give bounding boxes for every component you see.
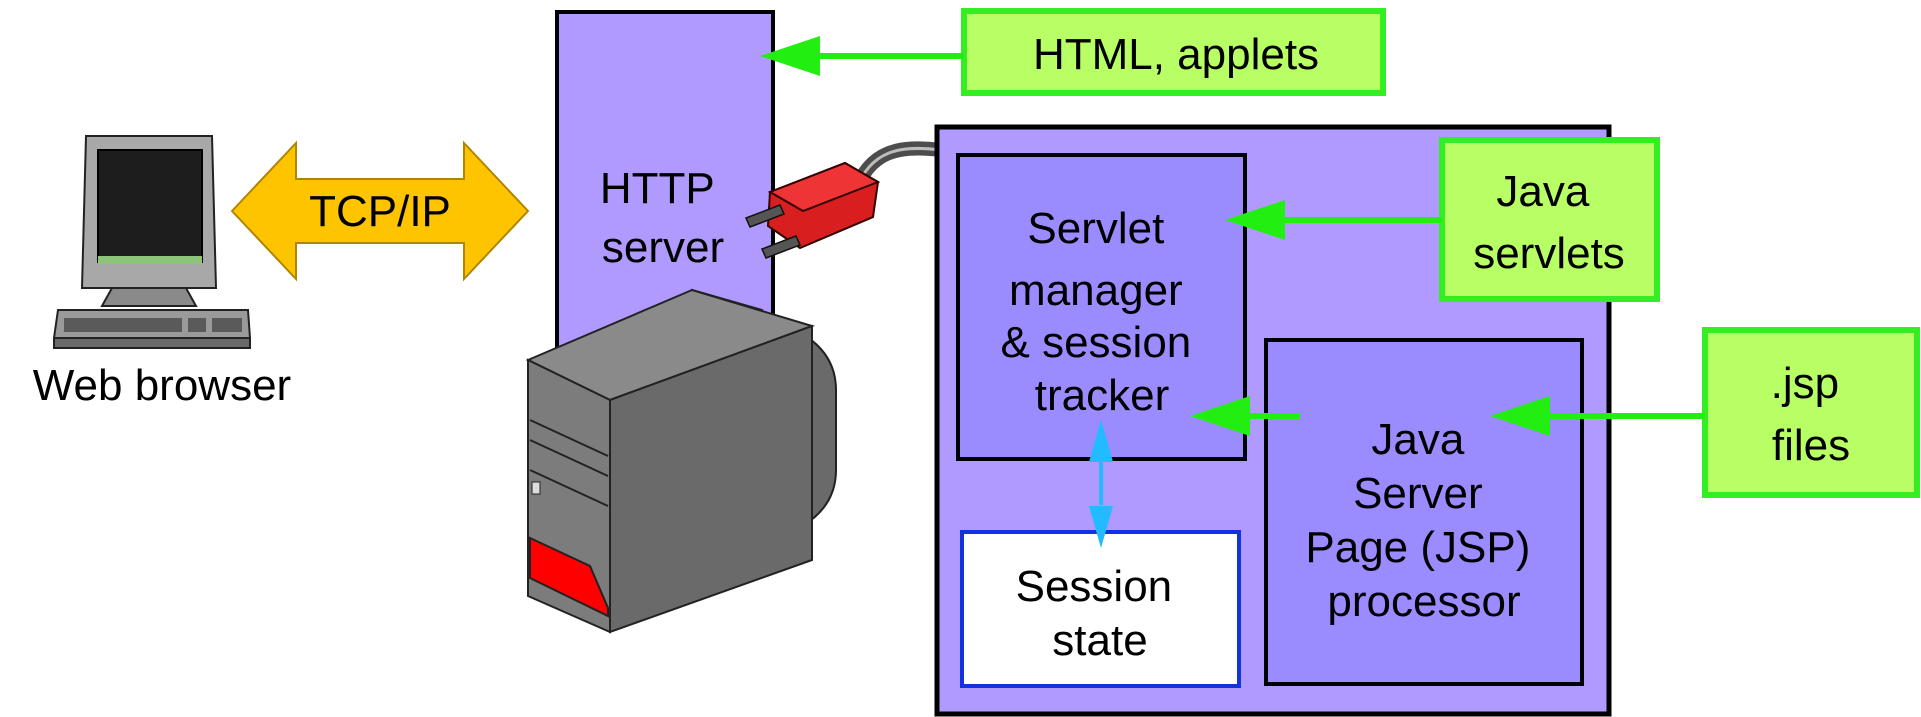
html-applets-label: HTML, applets [1033, 30, 1319, 79]
session-double-arrow [1089, 420, 1113, 548]
http-server-label: HTTP server [600, 164, 726, 272]
jsp-files-box [1702, 327, 1920, 498]
plug-icon [744, 141, 947, 259]
server-machine-icon [525, 288, 837, 634]
web-browser-label: Web browser [33, 361, 291, 410]
servlet-manager-label: Servlet manager & session tracker [1001, 204, 1204, 420]
arrow-jsp-to-servlet-manager [1190, 396, 1300, 436]
jsp-files-label: .jsp files [1771, 359, 1852, 470]
session-state-label: Session state [1016, 562, 1185, 665]
java-servlets-box [1439, 137, 1660, 302]
computer-icon [52, 135, 252, 349]
arrow-to-jsp-processor [1490, 396, 1705, 436]
jsp-processor-box [1264, 338, 1584, 686]
tcpip-arrow [230, 140, 530, 282]
jsp-processor-label: Java Server Page (JSP) processor [1305, 415, 1542, 626]
html-applets-box [961, 8, 1386, 96]
java-servlets-label: Java servlets [1473, 167, 1625, 278]
session-state-box [960, 530, 1241, 688]
tcpip-label: TCP/IP [309, 187, 451, 236]
servlet-manager-box [956, 153, 1247, 461]
arrow-to-servlet-manager [1225, 200, 1442, 240]
arrow-to-http-server [760, 36, 964, 76]
